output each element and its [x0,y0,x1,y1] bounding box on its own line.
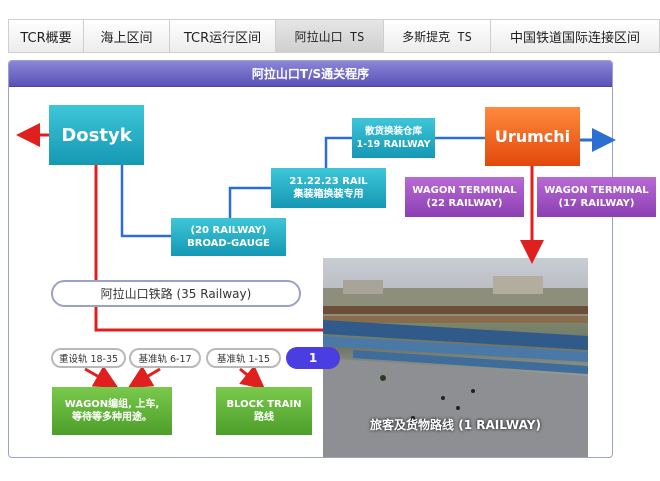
tab-label: TCR运行区间 [183,30,262,46]
wagon-terminal-17: WAGON TERMINAL (17 RAILWAY) [537,177,656,217]
tab-label: 海上区间 [100,30,153,46]
wagon-marshalling-box: WAGON编组, 上车, 等待等多种用途。 [52,387,172,435]
tab-label: TCR概要 [20,30,72,46]
railway-yard-image [323,276,588,457]
tab-label: 中国铁道国际连接区间 [509,30,640,46]
step-line: 散货换装仓库 [364,126,422,137]
step-line: 1-19 RAILWAY [356,139,431,150]
result-line: BLOCK TRAIN [226,399,302,410]
bulk-warehouse-step: 散货换装仓库 1-19 RAILWAY [352,118,435,158]
tab-bar: TCR概要 海上区间 TCR运行区间 阿拉山口 TS 多斯提克 TS 中国铁道国… [8,19,660,53]
result-line: 路线 [254,412,274,423]
alashankou-railway-pill: 阿拉山口铁路 (35 Railway) [51,280,301,307]
railway-count-badge: 1 [286,347,340,369]
terminal-line: (22 RAILWAY) [426,198,503,209]
urumchi-node: Urumchi [485,107,580,166]
tab-label: 多斯提克 TS [402,29,472,44]
container-transfer-step: 21.22.23 RAIL 集装箱换装专用 [271,168,386,208]
broad-gauge-step: (20 RAILWAY) BROAD-GAUGE [171,218,286,256]
railway-yard-photo: 旅客及货物路线 (1 RAILWAY) [323,258,588,457]
tab-tcr-operation[interactable]: TCR运行区间 [170,20,276,52]
track-label-heavy: 重设轨 18-35 [51,348,126,368]
track-label-standard-1-15: 基准轨 1-15 [206,348,281,368]
step-line: 21.22.23 RAIL [289,176,368,187]
track-label-standard-6-17: 基准轨 6-17 [129,348,201,368]
terminal-line: WAGON TERMINAL [544,185,649,196]
tab-tcr-overview[interactable]: TCR概要 [9,20,84,52]
photo-caption: 旅客及货物路线 (1 RAILWAY) [370,418,541,432]
dostyk-node: Dostyk [49,105,144,165]
tab-china-railway-connection[interactable]: 中国铁道国际连接区间 [491,20,659,52]
terminal-line: (17 RAILWAY) [558,198,635,209]
step-line: 集装箱换装专用 [293,189,364,200]
step-line: BROAD-GAUGE [187,238,270,249]
step-line: (20 RAILWAY) [190,225,267,236]
result-line: WAGON编组, 上车, [64,399,160,410]
tab-alashankou-ts[interactable]: 阿拉山口 TS [276,20,384,52]
wagon-terminal-22: WAGON TERMINAL (22 RAILWAY) [405,177,524,217]
tab-dostyk-ts[interactable]: 多斯提克 TS [384,20,491,52]
result-line: 等待等多种用途。 [71,412,152,423]
tab-label: 阿拉山口 TS [294,29,365,44]
tab-sea-section[interactable]: 海上区间 [84,20,170,52]
block-train-box: BLOCK TRAIN 路线 [216,387,312,435]
terminal-line: WAGON TERMINAL [412,185,517,196]
panel-title: 阿拉山口T/S通关程序 [9,61,612,87]
